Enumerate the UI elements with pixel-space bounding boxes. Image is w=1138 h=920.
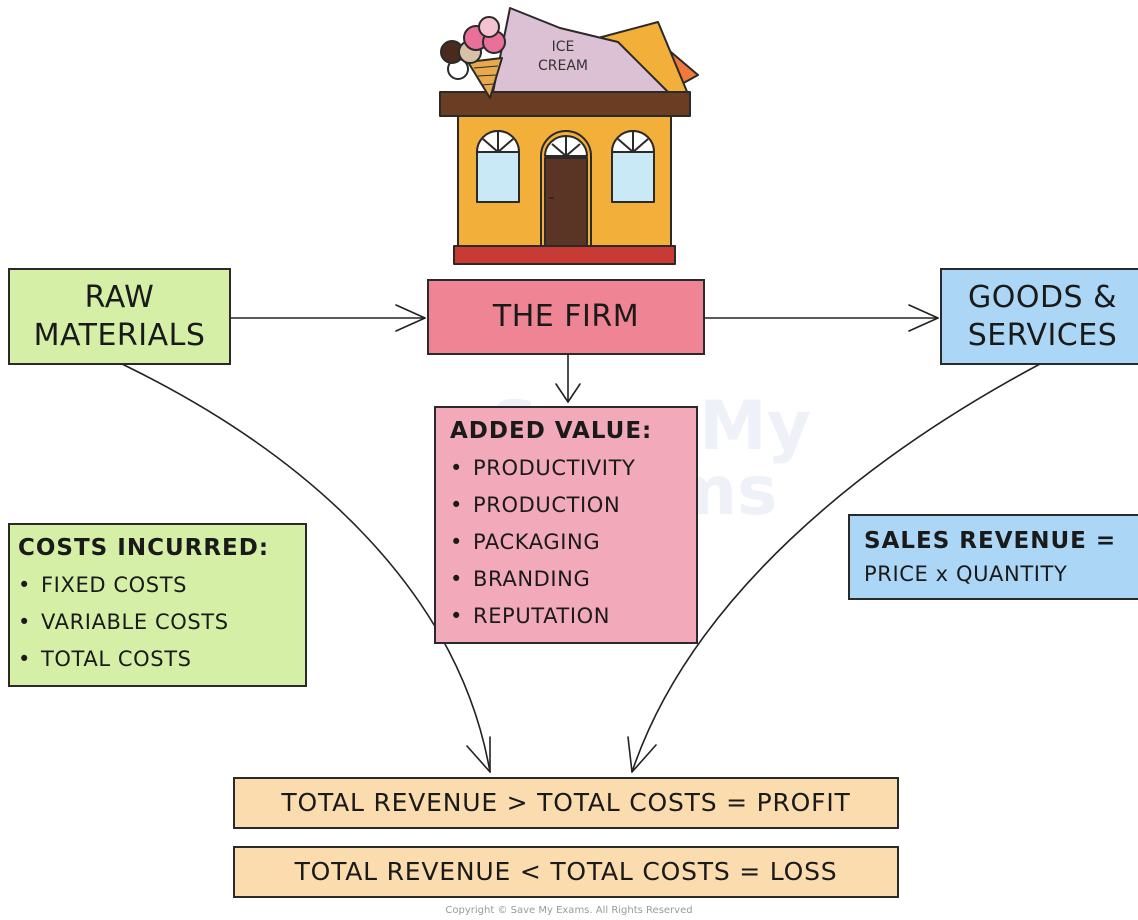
costs-list: FIXED COSTS VARIABLE COSTS TOTAL COSTS: [18, 567, 297, 678]
costs-incurred-box: COSTS INCURRED: FIXED COSTS VARIABLE COS…: [8, 523, 307, 687]
shop-roof: [439, 91, 691, 117]
list-item: PRODUCTION: [450, 487, 682, 524]
costs-incurred-title: COSTS INCURRED:: [18, 535, 270, 561]
goods-services-box: GOODS & SERVICES: [940, 268, 1138, 365]
added-value-title: ADDED VALUE:: [450, 418, 653, 444]
loss-equation-box: TOTAL REVENUE < TOTAL COSTS = LOSS: [233, 846, 899, 898]
copyright-notice: Copyright © Save My Exams. All Rights Re…: [445, 905, 693, 916]
raw-materials-box: RAW MATERIALS: [8, 268, 231, 365]
shop-base: [453, 245, 676, 265]
list-item: TOTAL COSTS: [18, 641, 297, 678]
the-firm-box: THE FIRM: [427, 279, 705, 355]
profit-equation: TOTAL REVENUE > TOTAL COSTS = PROFIT: [281, 788, 851, 818]
loss-equation: TOTAL REVENUE < TOTAL COSTS = LOSS: [294, 857, 838, 887]
list-item: PACKAGING: [450, 524, 682, 561]
raw-materials-line2: MATERIALS: [33, 317, 206, 353]
arrow-raw-to-outcome: [121, 363, 491, 773]
added-value-box: ADDED VALUE: PRODUCTIVITY PRODUCTION PAC…: [434, 406, 698, 644]
ice-cream-shop-illustration: [439, 7, 699, 265]
list-item: FIXED COSTS: [18, 567, 297, 604]
the-firm-label: THE FIRM: [492, 299, 640, 335]
list-item: BRANDING: [450, 561, 682, 598]
goods-services-line1: GOODS &: [967, 280, 1118, 315]
sales-revenue-box: SALES REVENUE = PRICE x QUANTITY: [848, 514, 1138, 600]
raw-materials-line1: RAW: [84, 280, 155, 315]
sales-revenue-formula: PRICE x QUANTITY: [864, 562, 1068, 586]
list-item: REPUTATION: [450, 598, 682, 635]
list-item: PRODUCTIVITY: [450, 450, 682, 487]
added-value-list: PRODUCTIVITY PRODUCTION PACKAGING BRANDI…: [450, 450, 682, 635]
profit-equation-box: TOTAL REVENUE > TOTAL COSTS = PROFIT: [233, 777, 899, 829]
sales-revenue-title: SALES REVENUE =: [864, 528, 1117, 554]
list-item: VARIABLE COSTS: [18, 604, 297, 641]
shop-sign-text: ICE CREAM: [537, 39, 588, 74]
goods-services-line2: SERVICES: [967, 317, 1118, 353]
arrow-goods-to-outcome: [631, 363, 1041, 773]
